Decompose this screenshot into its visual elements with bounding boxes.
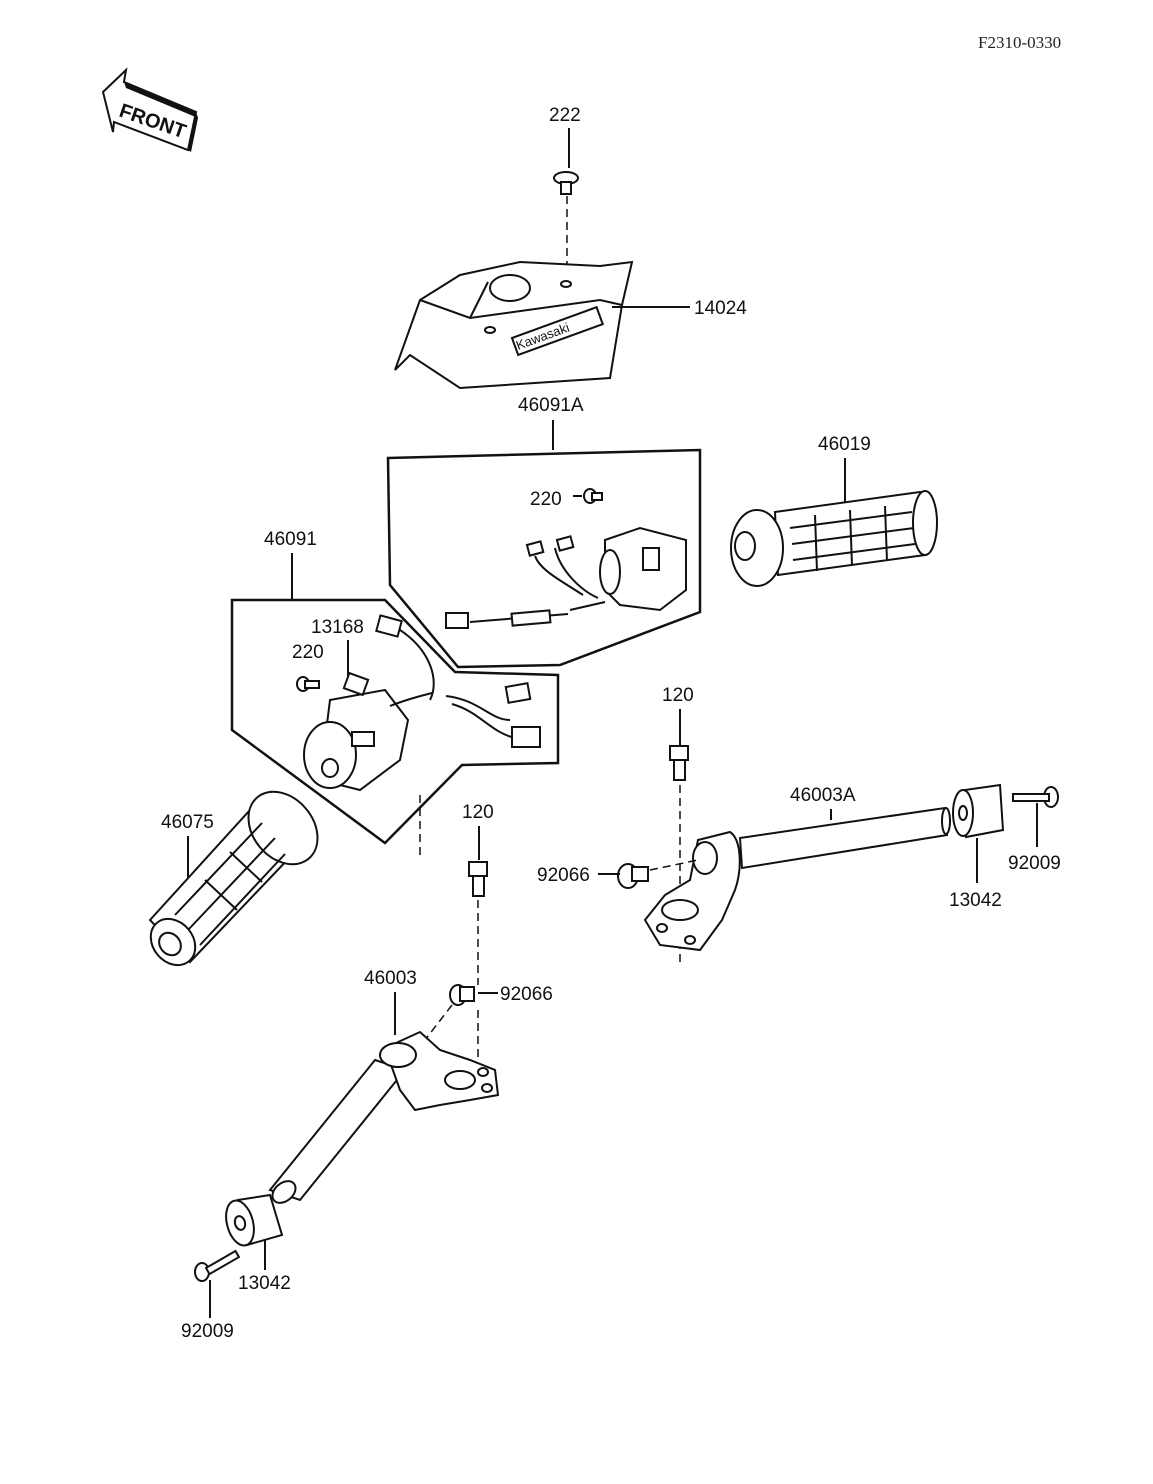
part-label-46091: 46091 (264, 529, 317, 550)
part-label-46091A: 46091A (518, 395, 584, 416)
screw-220-b-icon (296, 676, 320, 692)
bolt-92066-a-icon (617, 863, 649, 889)
left-grip-icon (148, 790, 319, 967)
part-label-13042-a: 13042 (949, 890, 1002, 911)
screw-92009-b-icon (194, 1249, 241, 1282)
handlebar-46003-icon (268, 1030, 500, 1204)
screw-92009-a-icon (1012, 786, 1059, 808)
part-label-92009-a: 92009 (1008, 853, 1061, 874)
switch-46091A-icon (445, 526, 687, 629)
part-label-46003: 46003 (364, 968, 417, 989)
bar-end-weight-a-icon (952, 783, 1005, 839)
part-label-46019: 46019 (818, 434, 871, 455)
part-label-46003A: 46003A (790, 785, 856, 806)
part-label-220-b: 220 (292, 642, 324, 663)
bolt-92066-b-icon (449, 984, 475, 1006)
part-label-92066-b: 92066 (500, 984, 553, 1005)
frame-46091A (386, 448, 702, 669)
document-code: F2310-0330 (978, 33, 1061, 52)
part-label-13168: 13168 (311, 617, 364, 638)
bolt-120-b-icon (468, 861, 488, 897)
frame-46091 (230, 598, 560, 845)
part-label-120-a: 120 (662, 685, 694, 706)
part-label-222: 222 (549, 105, 581, 126)
part-label-220-a: 220 (530, 489, 562, 510)
screw-220-a-icon (583, 488, 603, 504)
part-label-92066-a: 92066 (537, 865, 590, 886)
part-label-13042-b: 13042 (238, 1273, 291, 1294)
screw-222-icon (553, 171, 579, 195)
front-arrow-icon (101, 67, 198, 152)
part-label-46075: 46075 (161, 812, 214, 833)
throttle-grip-icon (730, 490, 938, 587)
part-label-120-b: 120 (462, 802, 494, 823)
part-label-92009-b: 92009 (181, 1321, 234, 1342)
handlebar-cover-icon (394, 260, 634, 390)
switch-46091-icon (303, 614, 541, 792)
part-label-14024: 14024 (694, 298, 747, 319)
guide-92066-b (424, 1004, 453, 1041)
guide-92066-a (649, 859, 699, 871)
bolt-120-a-icon (669, 745, 689, 781)
bar-end-weight-b-icon (225, 1193, 284, 1247)
handlebar-46003A-icon (643, 806, 951, 952)
